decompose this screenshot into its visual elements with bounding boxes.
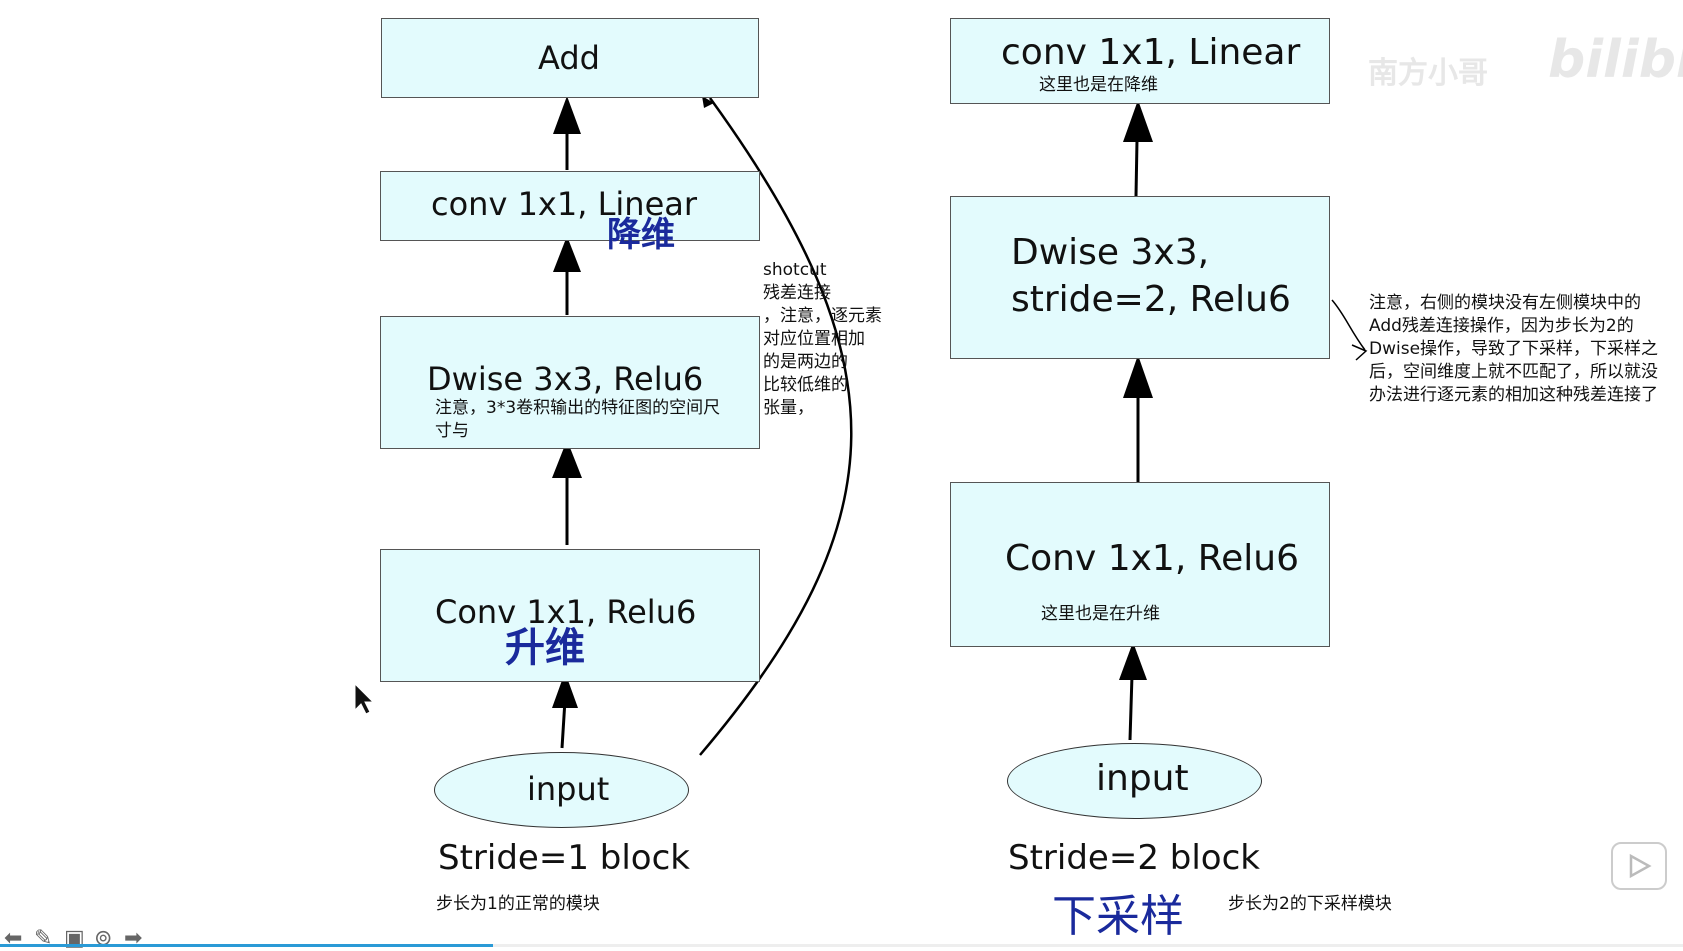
left-input-label: input [527,770,610,808]
right-conv-relu-label: Conv 1x1, Relu6 [1005,538,1299,579]
next-arrow-icon[interactable]: ➡ [124,926,143,951]
play-icon [1629,853,1652,879]
progress-fill [0,944,494,947]
shortcut-curve [699,96,853,756]
left-caption: Stride=1 block [438,838,690,878]
left-conv-relu-note: 升维 [505,624,585,671]
left-add-box: Add [381,18,759,98]
left-dwise-note: 注意，3*3卷积输出的特征图的空间尺寸与 [435,398,721,441]
right-conv-linear-box: conv 1x1, Linear 这里也是在降维 [950,18,1330,104]
prev-arrow-icon[interactable]: ⬅ [4,926,23,951]
play-button[interactable] [1611,842,1667,890]
right-dwise-line2: stride=2, Relu6 [1011,279,1291,320]
right-input-label: input [1096,758,1189,799]
arrow-left-dwise-to-linear [553,236,581,315]
left-conv-linear-box: conv 1x1, Linear 降维 [380,171,760,252]
side-note-bracket [1331,299,1368,361]
arrow-right-conv-to-dwise [1123,355,1153,482]
right-caption: Stride=2 block [1008,838,1260,878]
cursor-icon [354,682,375,715]
more-icon[interactable]: ⊚ [94,926,113,951]
arrow-right-dwise-to-linear [1123,100,1153,197]
left-dwise-label: Dwise 3x3, Relu6 [427,360,704,398]
arrow-left-input-to-conv [552,672,578,749]
right-conv-relu-box: Conv 1x1, Relu6 这里也是在升维 [950,482,1330,647]
right-caption-note: 步长为2的下采样模块 [1228,894,1392,914]
right-dwise-line1: Dwise 3x3, [1011,232,1210,273]
left-conv-linear-label: conv 1x1, Linear [431,185,698,223]
right-input-ellipse: input [1007,743,1262,819]
watermark-sub: 南方小哥 [1368,56,1488,91]
arrow-right-input-to-conv [1119,642,1147,741]
arrow-left-linear-to-add [553,96,581,170]
progress-bar[interactable] [0,944,1683,947]
right-caption-hand: 下采样 [1052,891,1184,942]
right-conv-linear-label: conv 1x1, Linear [1001,32,1301,73]
left-conv-relu-box: Conv 1x1, Relu6 升维 [380,549,760,682]
left-conv-linear-note: 降维 [607,215,675,255]
arrow-left-conv-to-dwise [552,440,582,545]
bilibili-watermark: bilibili [1548,30,1683,90]
left-dwise-box: Dwise 3x3, Relu6 注意，3*3卷积输出的特征图的空间尺寸与 [380,316,760,449]
shortcut-note: shotcut 残差连接 ，注意，逐元素 对应位置相加 的是两边的 比较低维的 … [763,260,882,418]
left-add-label: Add [538,39,600,77]
right-conv-relu-note: 这里也是在升维 [1041,604,1160,624]
pen-icon[interactable]: ✎ [34,926,53,951]
left-input-ellipse: input [434,752,689,828]
right-side-note: 注意，右侧的模块没有左侧模块中的Add残差连接操作，因为步长为2的Dwise操作… [1369,293,1659,405]
left-caption-note: 步长为1的正常的模块 [436,894,600,914]
right-conv-linear-note: 这里也是在降维 [1039,75,1158,95]
screen-icon[interactable]: ▣ [64,926,85,951]
right-dwise-box: Dwise 3x3, stride=2, Relu6 [950,196,1330,359]
left-conv-relu-label: Conv 1x1, Relu6 [435,593,697,631]
